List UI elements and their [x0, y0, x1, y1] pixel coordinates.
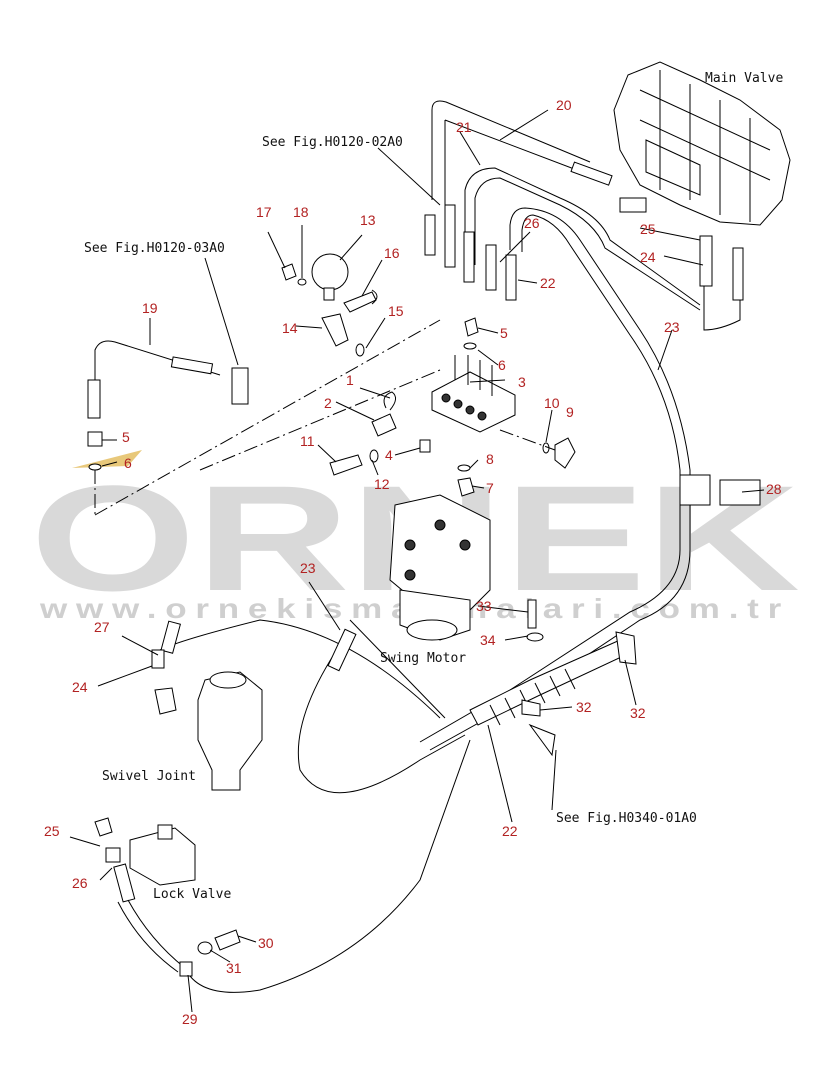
- upper-hoses: [419, 100, 761, 751]
- callout-27: 27: [94, 619, 110, 635]
- callout-26: 26: [524, 215, 540, 231]
- callout-16: 16: [384, 245, 400, 261]
- callout-25: 25: [640, 221, 656, 237]
- main-valve-label: Main Valve: [705, 71, 783, 86]
- callout-30: 30: [258, 935, 274, 951]
- callout-24b: 24: [72, 679, 88, 695]
- lock-valve-assembly: Lock Valve: [94, 739, 471, 993]
- callout-23: 23: [664, 319, 680, 335]
- callout-13: 13: [360, 212, 376, 228]
- swing-motor-label: Swing Motor: [380, 651, 466, 666]
- callout-6b: 6: [124, 455, 132, 471]
- callout-5: 5: [500, 325, 508, 341]
- callout-17: 17: [256, 204, 272, 220]
- callout-11: 11: [300, 433, 315, 449]
- callout-4: 4: [385, 447, 393, 463]
- swing-motor: Swing Motor: [380, 494, 491, 666]
- callout-3: 3: [518, 374, 526, 390]
- lower-hoses: [151, 599, 637, 794]
- ref-fig-h0120-03a0: See Fig.H0120-03A0: [84, 241, 225, 256]
- leaders: [69, 109, 765, 1013]
- callout-29: 29: [182, 1011, 198, 1027]
- callout-28: 28: [766, 481, 782, 497]
- callout-23b: 23: [300, 560, 316, 576]
- callout-14: 14: [282, 320, 298, 336]
- swivel-joint: Swivel Joint: [102, 671, 263, 791]
- callout-34: 34: [480, 632, 496, 648]
- callout-32b: 32: [630, 705, 646, 721]
- callout-26b: 26: [72, 875, 88, 891]
- callout-7: 7: [486, 480, 494, 496]
- callout-33: 33: [476, 598, 492, 614]
- callout-8: 8: [486, 451, 494, 467]
- callout-1: 1: [346, 372, 354, 388]
- ref-fig-h0120-02a0: See Fig.H0120-02A0: [262, 135, 403, 150]
- watermark-logo-mark: [72, 450, 142, 468]
- callout-22b: 22: [502, 823, 518, 839]
- ref-fig-h0340-01a0: See Fig.H0340-01A0: [556, 811, 697, 826]
- reference-lines: [94, 319, 556, 516]
- callout-6: 6: [498, 357, 506, 373]
- callout-24: 24: [640, 249, 656, 265]
- callout-2: 2: [324, 395, 332, 411]
- control-block: [329, 317, 576, 497]
- callout-31: 31: [226, 960, 242, 976]
- main-valve: Main Valve: [613, 61, 791, 226]
- swivel-joint-label: Swivel Joint: [102, 769, 196, 784]
- callout-9: 9: [566, 404, 574, 420]
- callout-32: 32: [576, 699, 592, 715]
- callout-19: 19: [142, 300, 158, 316]
- callout-5b: 5: [122, 429, 130, 445]
- hose-19: [87, 340, 249, 471]
- accumulator: [281, 253, 378, 357]
- callout-21: 21: [456, 119, 472, 135]
- callout-20: 20: [556, 97, 572, 113]
- callout-10: 10: [544, 395, 560, 411]
- callout-12: 12: [374, 476, 390, 492]
- callout-25b: 25: [44, 823, 60, 839]
- callout-18: 18: [293, 204, 309, 220]
- callout-numbers: 20 21 26 22 25 24 23 17 18 13 16 15 14 5…: [44, 97, 782, 1027]
- callout-15: 15: [388, 303, 404, 319]
- lock-valve-label: Lock Valve: [153, 887, 231, 902]
- callout-22: 22: [540, 275, 556, 291]
